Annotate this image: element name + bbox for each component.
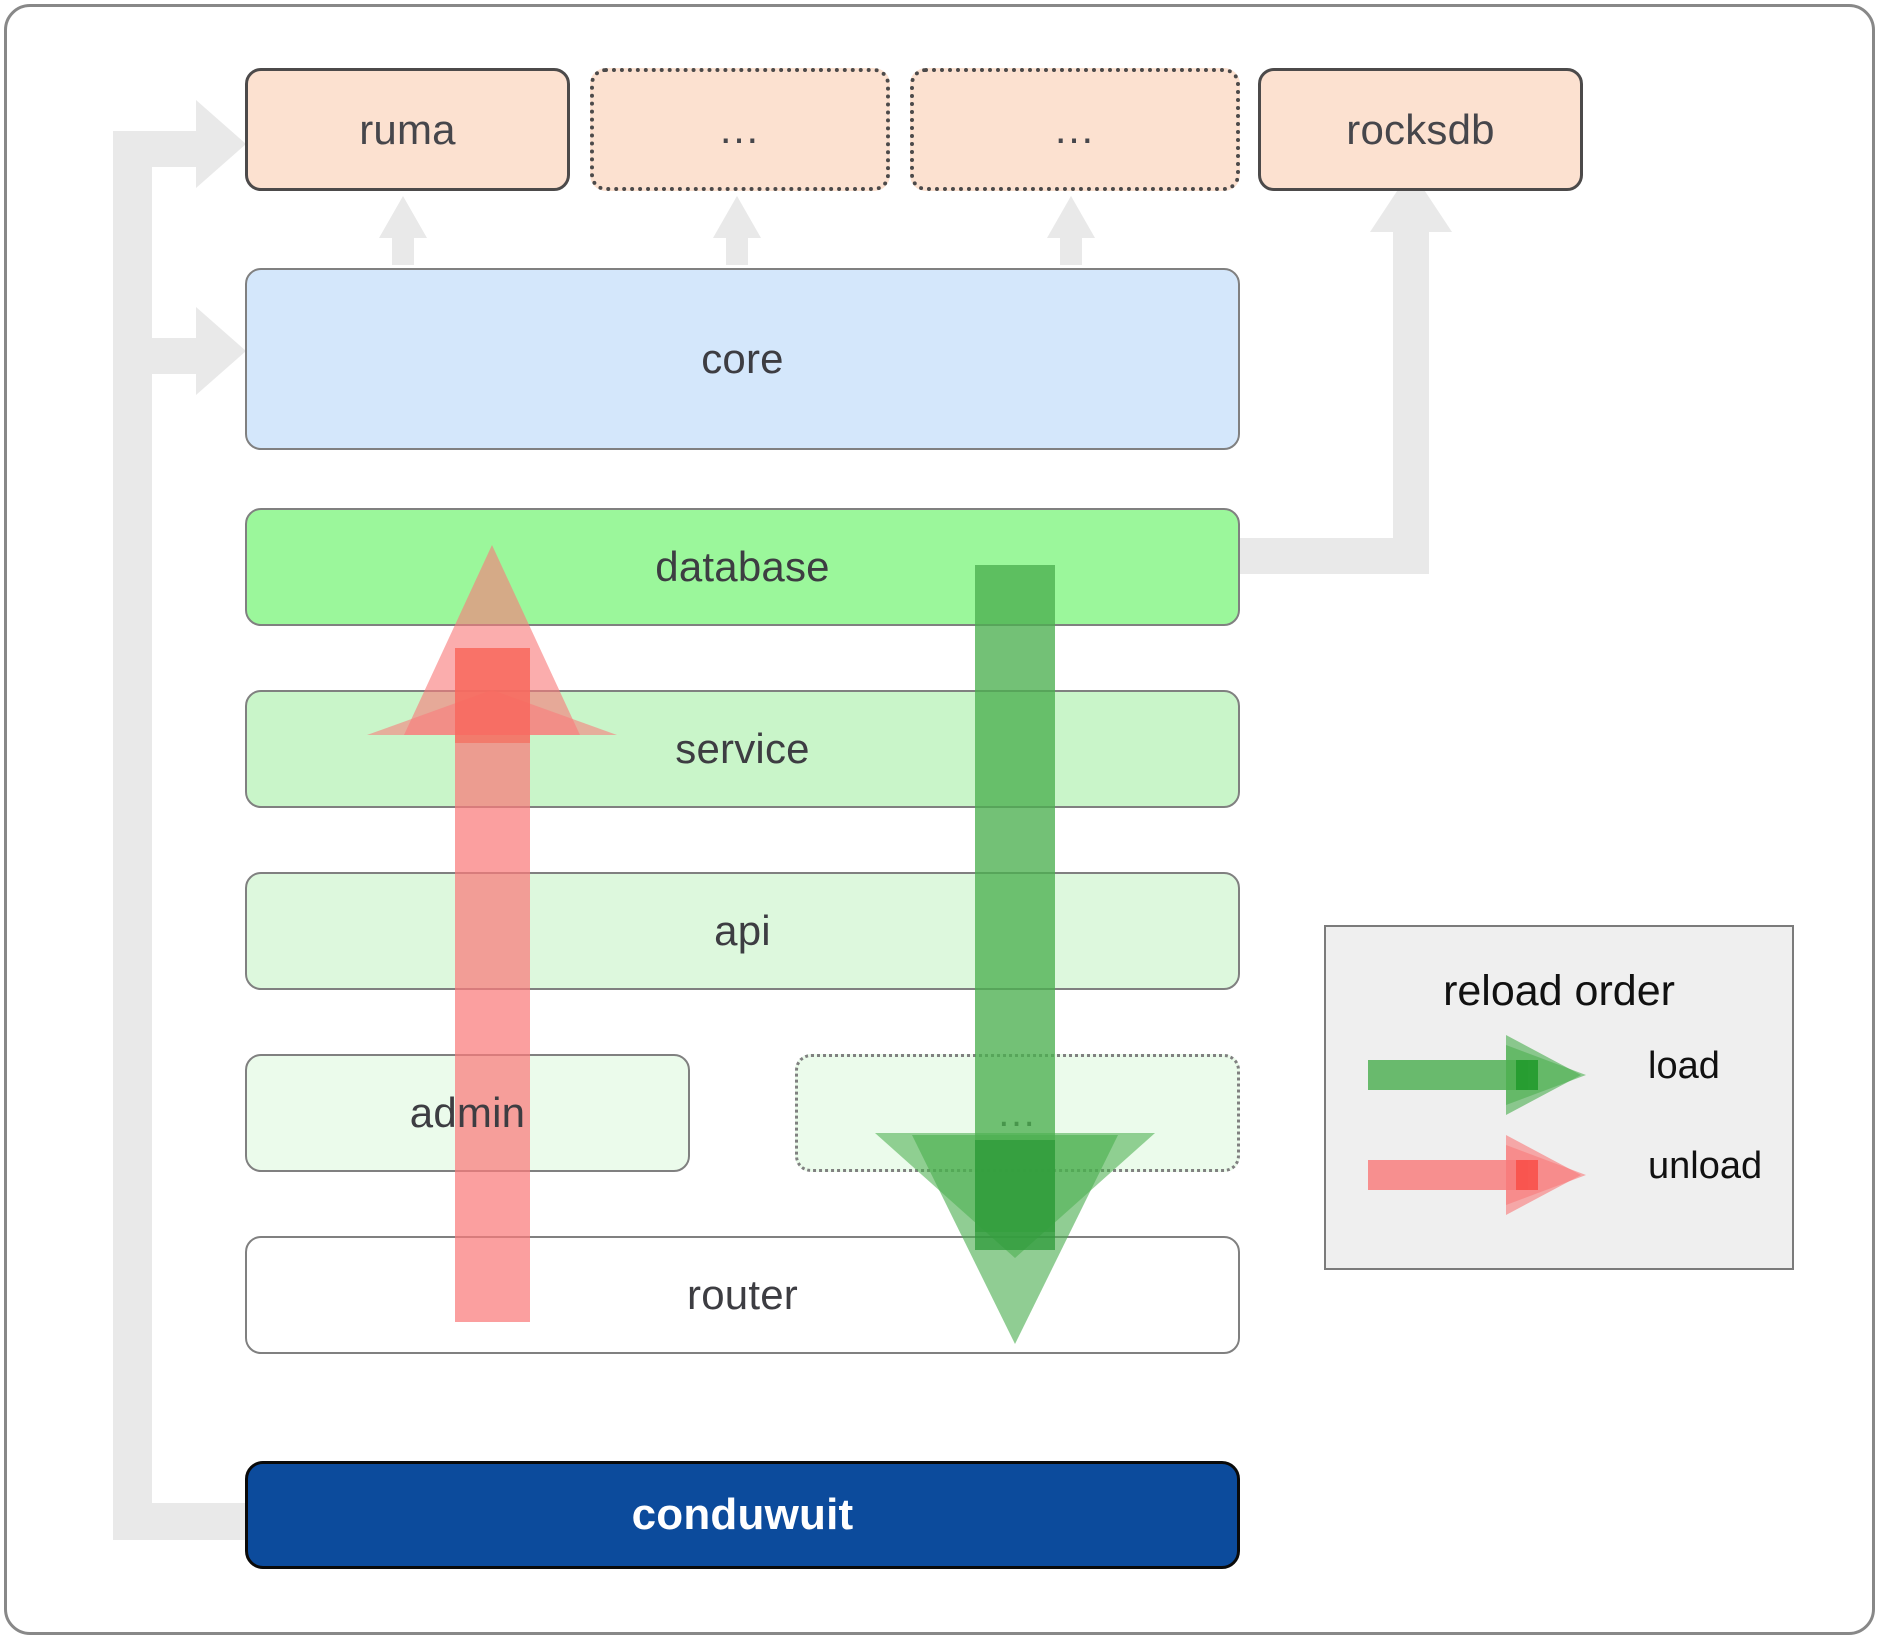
legend-unload-shaft: [1368, 1160, 1528, 1190]
diagram-frame: [4, 4, 1875, 1635]
legend-unload-joint: [1516, 1160, 1538, 1190]
layer-box-core[interactable]: core: [245, 268, 1240, 450]
layer-label-router: router: [687, 1271, 798, 1318]
legend-label-load: load: [1648, 1045, 1720, 1087]
layer-box-api[interactable]: api: [245, 872, 1240, 990]
dependency-box-ellipsis-2[interactable]: …: [910, 68, 1240, 191]
dependency-box-rocksdb[interactable]: rocksdb: [1258, 68, 1583, 191]
legend-panel: reload order load unload: [1324, 925, 1794, 1270]
layer-box-router[interactable]: router: [245, 1236, 1240, 1354]
layer-box-admin-ellipsis[interactable]: …: [795, 1054, 1240, 1172]
legend-title: reload order: [1443, 967, 1675, 1015]
dependency-box-ruma[interactable]: ruma: [245, 68, 570, 191]
layer-box-admin[interactable]: admin: [245, 1054, 690, 1172]
layer-label-core: core: [701, 335, 784, 382]
root-label-conduwuit: conduwuit: [631, 1490, 854, 1539]
layer-box-service[interactable]: service: [245, 690, 1240, 808]
dependency-label-rocksdb: rocksdb: [1346, 105, 1495, 153]
legend-arrows: [1368, 1035, 1586, 1215]
layer-label-api: api: [714, 907, 771, 954]
dependency-label-ellipsis-2: …: [1053, 105, 1097, 153]
root-box-conduwuit[interactable]: conduwuit: [245, 1461, 1240, 1569]
dependency-label-ruma: ruma: [359, 105, 456, 153]
legend-load-arrow: [1368, 1035, 1586, 1115]
legend-label-unload: unload: [1648, 1145, 1763, 1187]
layer-label-admin-ellipsis: …: [996, 1091, 1039, 1135]
dependency-label-ellipsis-1: …: [718, 105, 762, 153]
layer-label-service: service: [675, 725, 810, 772]
dependency-box-ellipsis-1[interactable]: …: [590, 68, 890, 191]
layer-label-admin: admin: [409, 1089, 526, 1136]
legend-unload-arrow: [1368, 1135, 1586, 1215]
legend-load-shaft: [1368, 1060, 1528, 1090]
layer-label-database: database: [655, 543, 830, 590]
legend-load-joint: [1516, 1060, 1538, 1090]
layer-box-database[interactable]: database: [245, 508, 1240, 626]
